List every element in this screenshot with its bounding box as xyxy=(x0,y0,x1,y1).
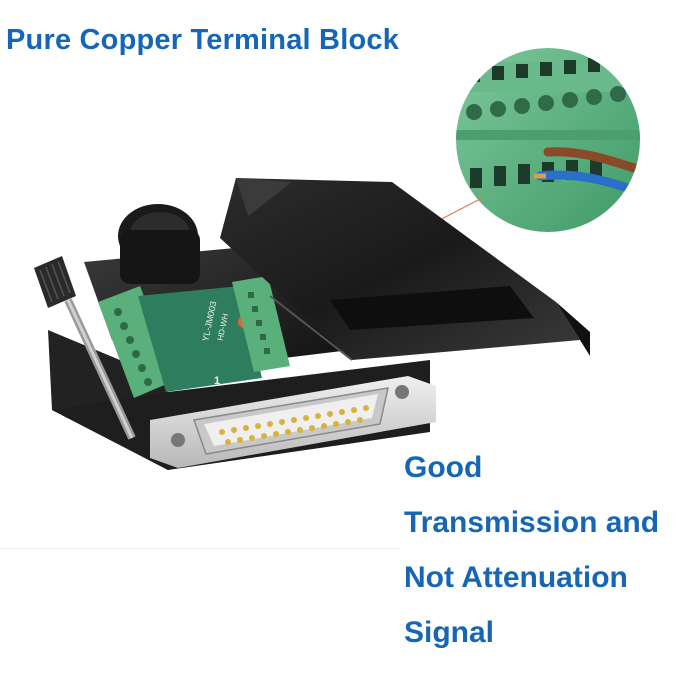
caption-line-1: Good xyxy=(404,451,483,484)
right-terminal-strip xyxy=(232,276,290,372)
dsub-connector xyxy=(150,376,436,468)
screw-holes xyxy=(466,86,626,120)
thumb-screw xyxy=(34,256,136,440)
caption-line-3: Not Attenuation xyxy=(404,561,628,594)
strain-relief xyxy=(118,204,200,284)
left-terminal-strip xyxy=(98,286,176,398)
divider-line xyxy=(0,548,400,549)
hinged-cover xyxy=(220,178,590,361)
feature-caption: Good Transmission and Not Attenuation Si… xyxy=(404,440,659,660)
caption-line-2: Transmission and xyxy=(404,506,660,539)
pcb-pin-marker: 1 xyxy=(214,375,220,387)
headline: Pure Copper Terminal Block xyxy=(6,24,400,56)
caption-line-4: Signal xyxy=(404,616,495,649)
pcb-board: YL-JM003 HD-WH 1 xyxy=(138,286,262,392)
gold-pins xyxy=(219,405,369,445)
zoom-inset xyxy=(456,48,640,232)
